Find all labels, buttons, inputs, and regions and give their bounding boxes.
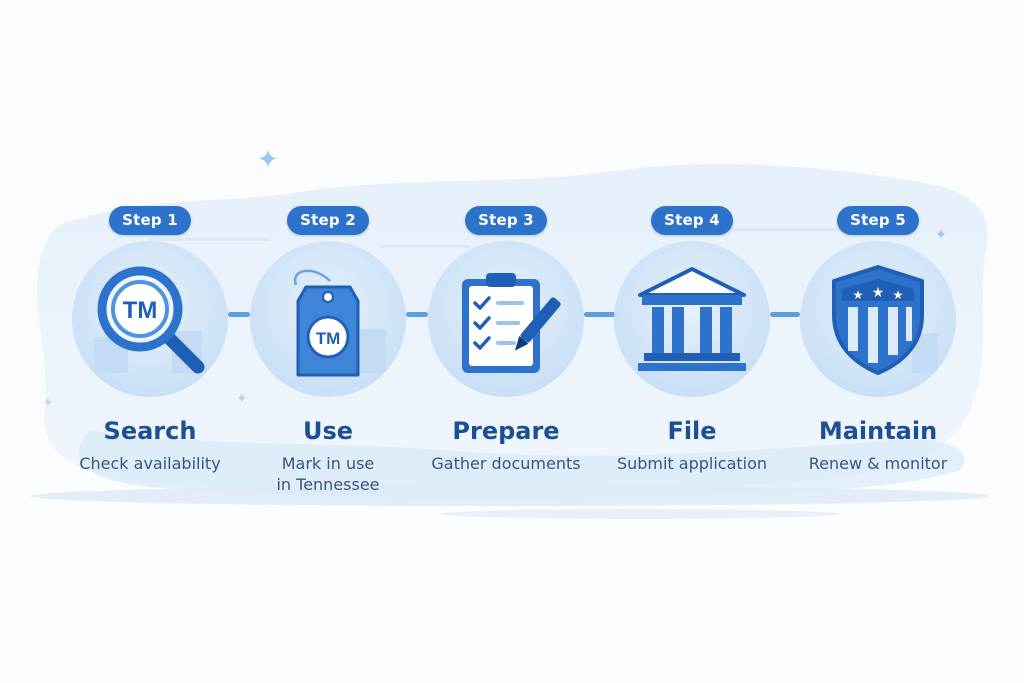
- connector-line: [406, 312, 428, 317]
- step-icon-circle: TM: [72, 241, 228, 397]
- step-description-line: Renew & monitor: [808, 454, 948, 473]
- magnifier-tm-icon: TM: [97, 266, 205, 374]
- step-icon-circle: TM: [250, 241, 406, 397]
- step-4: Step 4 File Submit application: [592, 206, 792, 474]
- step-title: Maintain: [818, 417, 938, 445]
- step-2: Step 2 TM Use Mark in use in Tennessee: [228, 206, 428, 495]
- svg-text:★: ★: [853, 288, 864, 302]
- step-badge: Step 1: [109, 206, 191, 235]
- connector-line: [228, 312, 250, 317]
- step-title: Use: [302, 417, 354, 445]
- step-description: Renew & monitor: [778, 453, 978, 474]
- sparkle-icon: ✦: [257, 145, 279, 175]
- tm-mark: TM: [316, 329, 341, 348]
- step-description: Check availability: [50, 453, 250, 474]
- step-description-line: in Tennessee: [276, 475, 380, 494]
- step-title: Prepare: [452, 417, 560, 445]
- step-1: Step 1 TM Search Check availability: [50, 206, 250, 474]
- step-badge: Step 4: [651, 206, 733, 235]
- clipboard-checklist-icon: [462, 273, 561, 373]
- sparkle-icon: ✦: [236, 391, 248, 407]
- step-description: Submit application: [592, 453, 792, 474]
- sparkle-icon: ✦: [935, 227, 947, 243]
- step-icon-circle: ★ ★ ★: [800, 241, 956, 397]
- step-description-line: Mark in use: [281, 454, 375, 473]
- tm-tag-icon: TM: [293, 269, 360, 377]
- svg-text:★: ★: [893, 288, 904, 302]
- step-5: Step 5 ★ ★ ★ Maintain Renew & monitor: [778, 206, 978, 474]
- connector-line: [770, 312, 800, 317]
- step-badge: Step 2: [287, 206, 369, 235]
- connector-line: [584, 312, 616, 317]
- step-description-line: Submit application: [616, 454, 768, 473]
- step-badge: Step 5: [837, 206, 919, 235]
- svg-text:★: ★: [872, 285, 885, 301]
- step-3: Step 3 Prepare Gather documents: [406, 206, 606, 474]
- shield-stars-icon: ★ ★ ★: [832, 265, 924, 375]
- tm-mark: TM: [123, 297, 158, 324]
- step-description: Gather documents: [406, 453, 606, 474]
- step-icon-circle: [614, 241, 770, 397]
- sparkle-icon: ✦: [42, 395, 54, 411]
- government-building-icon: [638, 267, 746, 371]
- step-title: File: [667, 417, 717, 445]
- step-description-line: Gather documents: [431, 454, 581, 473]
- step-icon-circle: [428, 241, 584, 397]
- step-description: Mark in use in Tennessee: [228, 453, 428, 495]
- step-title: Search: [103, 417, 197, 445]
- step-description-line: Check availability: [79, 454, 221, 473]
- step-badge: Step 3: [465, 206, 547, 235]
